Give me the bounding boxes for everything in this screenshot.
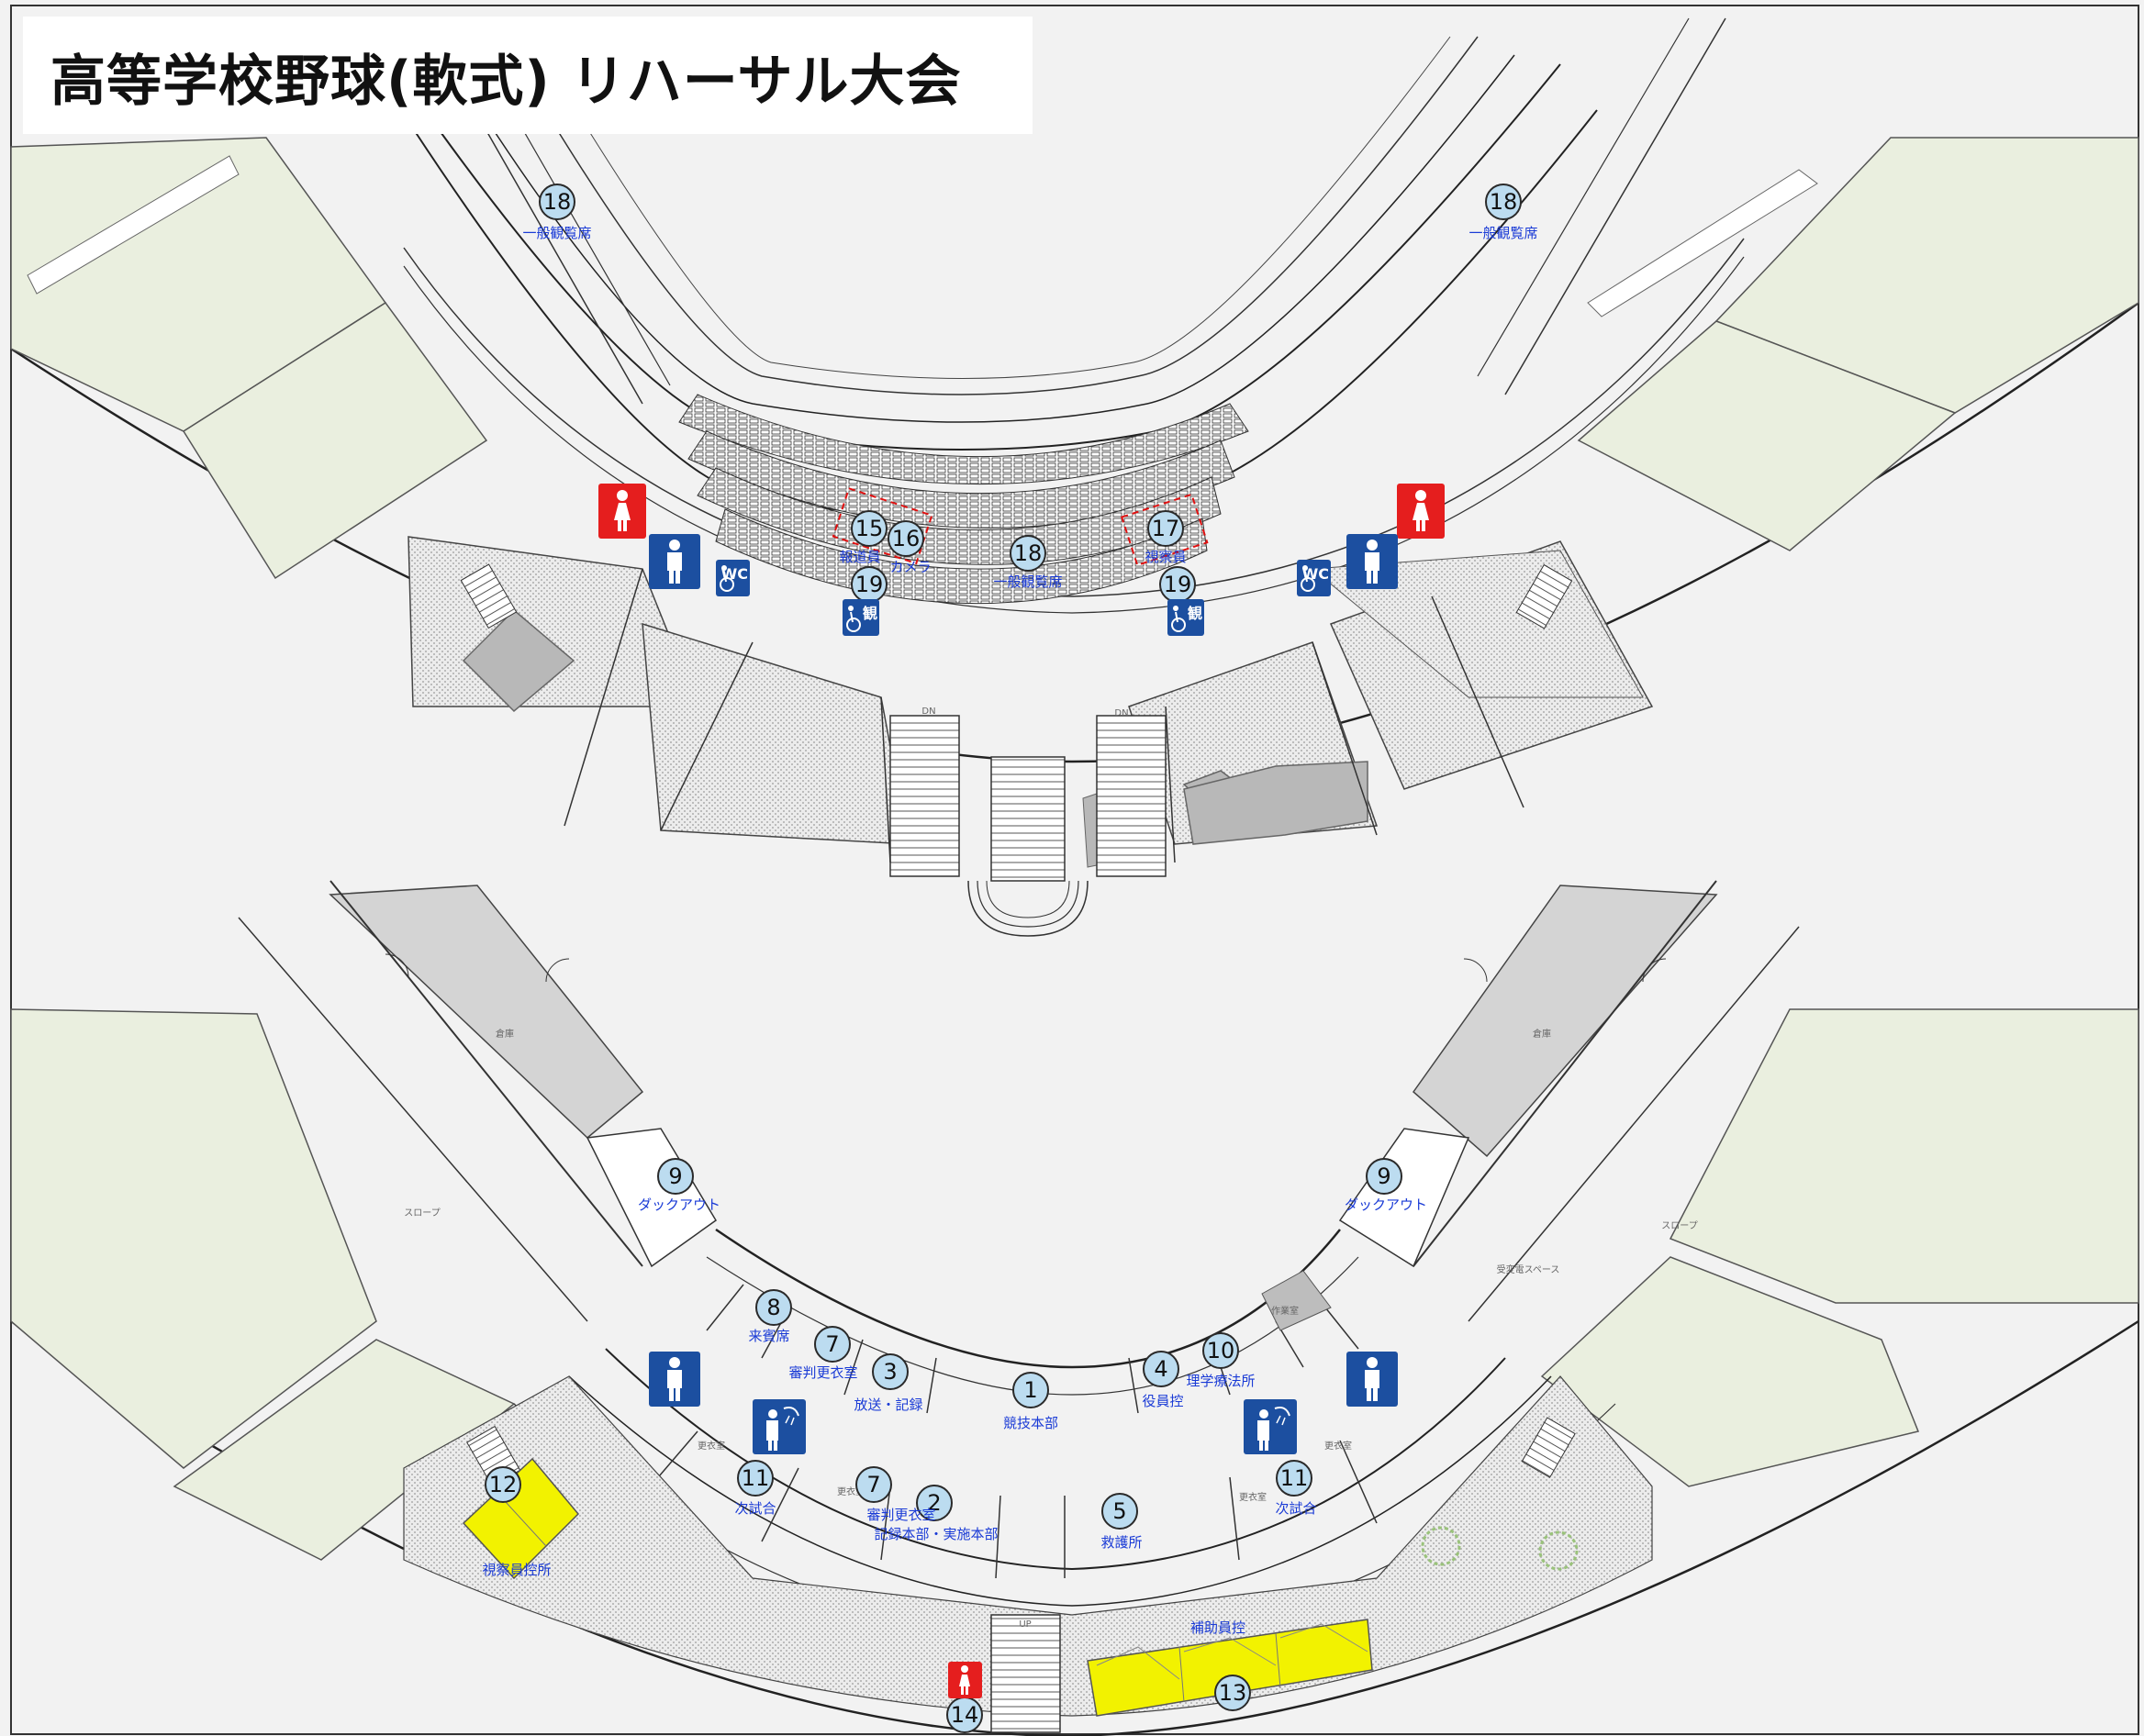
male-icon	[667, 540, 682, 584]
label-6: 審判更衣室	[788, 1364, 858, 1381]
page-title: 高等学校野球(軟式) リハーサル大会	[50, 50, 962, 114]
substation-label: 受変電スペース	[1496, 1265, 1560, 1275]
marker-19-left: 19	[851, 566, 888, 603]
kan-label: 観	[862, 605, 877, 622]
marker-8: 8	[755, 1289, 792, 1326]
label-5: 救護所	[1100, 1534, 1143, 1551]
label-9-left: ダックアウト	[637, 1196, 721, 1213]
label-17: 視察員	[1145, 549, 1187, 565]
marker-14: 14	[946, 1697, 983, 1733]
female-toilet-sign-left	[598, 484, 646, 539]
workroom-label: 作業室	[1271, 1307, 1299, 1317]
label-13-hojoin: 補助員控	[1189, 1619, 1246, 1636]
marker-10: 10	[1202, 1332, 1239, 1369]
male-toilet-sign-bottom-right	[1346, 1352, 1398, 1407]
label-18-left: 一般観覧席	[522, 225, 592, 241]
shower-sign-right	[1244, 1399, 1297, 1454]
marker-1: 1	[1012, 1372, 1049, 1408]
marker-13: 13	[1214, 1675, 1251, 1711]
marker-5: 5	[1101, 1493, 1138, 1530]
dn-label-a: DN	[921, 707, 936, 717]
male-icon	[1365, 1357, 1379, 1401]
label-7: 審判更衣室	[866, 1507, 936, 1523]
marker-11-right: 11	[1276, 1460, 1312, 1497]
label-18-right: 一般観覧席	[1468, 225, 1538, 241]
label-1: 競技本部	[1002, 1415, 1059, 1431]
label-10: 理学療法所	[1186, 1373, 1256, 1389]
label-18-center: 一般観覧席	[993, 573, 1063, 590]
locker-room-label-a: 更衣室	[698, 1441, 725, 1452]
locker-room-label-d: 更衣室	[1324, 1441, 1352, 1452]
wheelchair-icon	[1171, 606, 1186, 632]
locker-room-label-b: 更衣室	[837, 1487, 865, 1497]
label-11-right: 次試合	[1275, 1500, 1317, 1517]
female-icon	[959, 1665, 970, 1695]
marker-12: 12	[485, 1466, 521, 1503]
up-label: UP	[1019, 1619, 1032, 1630]
female-toilet-sign-bottom	[948, 1662, 982, 1698]
female-icon	[614, 490, 631, 531]
marker-17: 17	[1147, 510, 1184, 547]
shower-sign-left	[753, 1399, 806, 1454]
kan-label: 観	[1187, 605, 1202, 622]
male-icon	[667, 1357, 682, 1401]
label-3: 放送・記録	[854, 1397, 923, 1413]
male-icon	[1365, 540, 1379, 584]
slope-label-right: スロープ	[1661, 1221, 1698, 1231]
male-toilet-sign-left	[649, 534, 700, 589]
marker-18-right: 18	[1485, 184, 1522, 220]
dn-label-b: DN	[1114, 708, 1129, 718]
shower-icon	[1257, 1407, 1290, 1451]
tent-13	[1087, 1619, 1373, 1717]
marker-4: 4	[1143, 1351, 1179, 1387]
marker-7: 7	[855, 1466, 892, 1503]
marker-18-left: 18	[539, 184, 575, 220]
slope-label-left: スロープ	[404, 1208, 441, 1219]
wc-label: WC	[1301, 565, 1329, 583]
marker-2: 2	[916, 1485, 953, 1521]
wheelchair-seat-sign-right: 観	[1167, 599, 1204, 636]
storage-label-right: 倉庫	[1533, 1029, 1551, 1040]
marker-11-left: 11	[737, 1460, 774, 1497]
wheelchair-icon	[846, 606, 861, 632]
marker-9-right: 9	[1366, 1158, 1402, 1195]
accessible-wc-sign-right: WC	[1297, 560, 1331, 596]
accessible-wc-sign-left: WC	[716, 560, 750, 596]
marker-15: 15	[851, 510, 888, 547]
male-toilet-sign-bottom-left	[649, 1352, 700, 1407]
female-icon	[1413, 490, 1429, 531]
wheelchair-icon	[1301, 565, 1315, 592]
wheelchair-seat-sign-left: 観	[843, 599, 879, 636]
label-16: カメラ	[889, 559, 932, 575]
marker-6: 7	[814, 1326, 851, 1363]
male-toilet-sign-right	[1346, 534, 1398, 589]
marker-3: 3	[872, 1353, 909, 1390]
wheelchair-icon	[720, 565, 734, 592]
female-toilet-sign-right	[1397, 484, 1445, 539]
marker-9-left: 9	[657, 1158, 694, 1195]
locker-room-label-c: 更衣室	[1239, 1493, 1267, 1503]
label-15: 報道員	[839, 549, 881, 565]
marker-16: 16	[888, 520, 924, 557]
label-2: 記録本部・実施本部	[874, 1526, 999, 1542]
label-12: 視察員控所	[482, 1562, 552, 1578]
storage-label-left: 倉庫	[496, 1029, 514, 1040]
label-11-left: 次試合	[734, 1500, 776, 1517]
marker-19-right: 19	[1159, 566, 1196, 603]
label-9-right: ダックアウト	[1344, 1196, 1428, 1213]
label-8: 来賓席	[748, 1328, 790, 1344]
label-4: 役員控	[1142, 1393, 1184, 1409]
marker-18-center: 18	[1010, 535, 1046, 572]
wc-label: WC	[720, 565, 748, 583]
title-panel: 高等学校野球(軟式) リハーサル大会	[23, 17, 1033, 134]
shower-icon	[766, 1407, 799, 1451]
